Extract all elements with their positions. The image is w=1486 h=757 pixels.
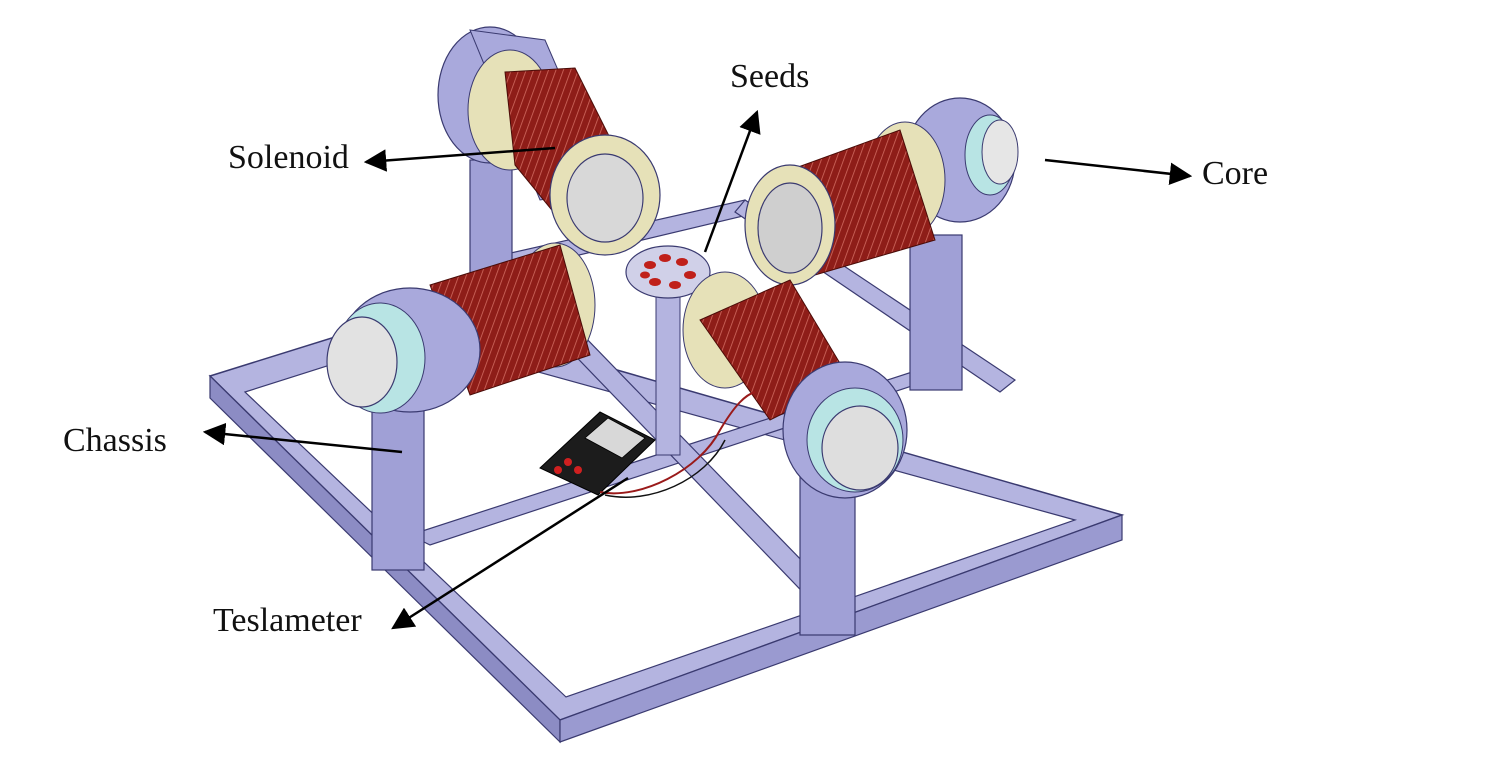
label-solenoid: Solenoid xyxy=(228,139,349,176)
seed-holder xyxy=(625,245,711,456)
arrow-solenoid xyxy=(363,146,556,172)
post-right xyxy=(909,234,963,391)
solenoid-front xyxy=(682,271,908,499)
teslameter-cable xyxy=(599,391,756,495)
arrow-teslameter xyxy=(391,476,629,630)
annotation-arrows xyxy=(202,109,1193,630)
teslameter-screen xyxy=(584,417,646,459)
label-seeds: Seeds xyxy=(730,58,810,95)
seed-1 xyxy=(644,261,656,269)
post-left xyxy=(371,399,425,571)
arrow-chassis xyxy=(202,422,403,454)
seed-5 xyxy=(669,281,681,289)
teslameter-button-1 xyxy=(564,458,572,466)
solenoid-back-left xyxy=(437,26,661,256)
label-chassis: Chassis xyxy=(63,422,167,459)
label-core: Core xyxy=(1202,155,1269,192)
teslameter-button-2 xyxy=(574,466,582,474)
seed-holder-stem xyxy=(655,284,681,456)
arrow-core xyxy=(1044,158,1193,185)
solenoid-left xyxy=(326,242,596,414)
label-teslameter: Teslameter xyxy=(213,602,362,639)
teslameter-button-3 xyxy=(554,466,562,474)
solenoid-right xyxy=(744,97,1019,286)
seed-2 xyxy=(659,254,671,262)
seed-4 xyxy=(684,271,696,279)
seed-3 xyxy=(676,258,688,266)
seed-7 xyxy=(640,271,650,279)
seed-disc xyxy=(625,245,711,299)
seed-6 xyxy=(649,278,661,286)
teslameter-device xyxy=(539,391,756,498)
post-back-left xyxy=(469,159,513,281)
arrow-seeds xyxy=(703,109,761,253)
teslameter-cable-2 xyxy=(604,439,726,498)
